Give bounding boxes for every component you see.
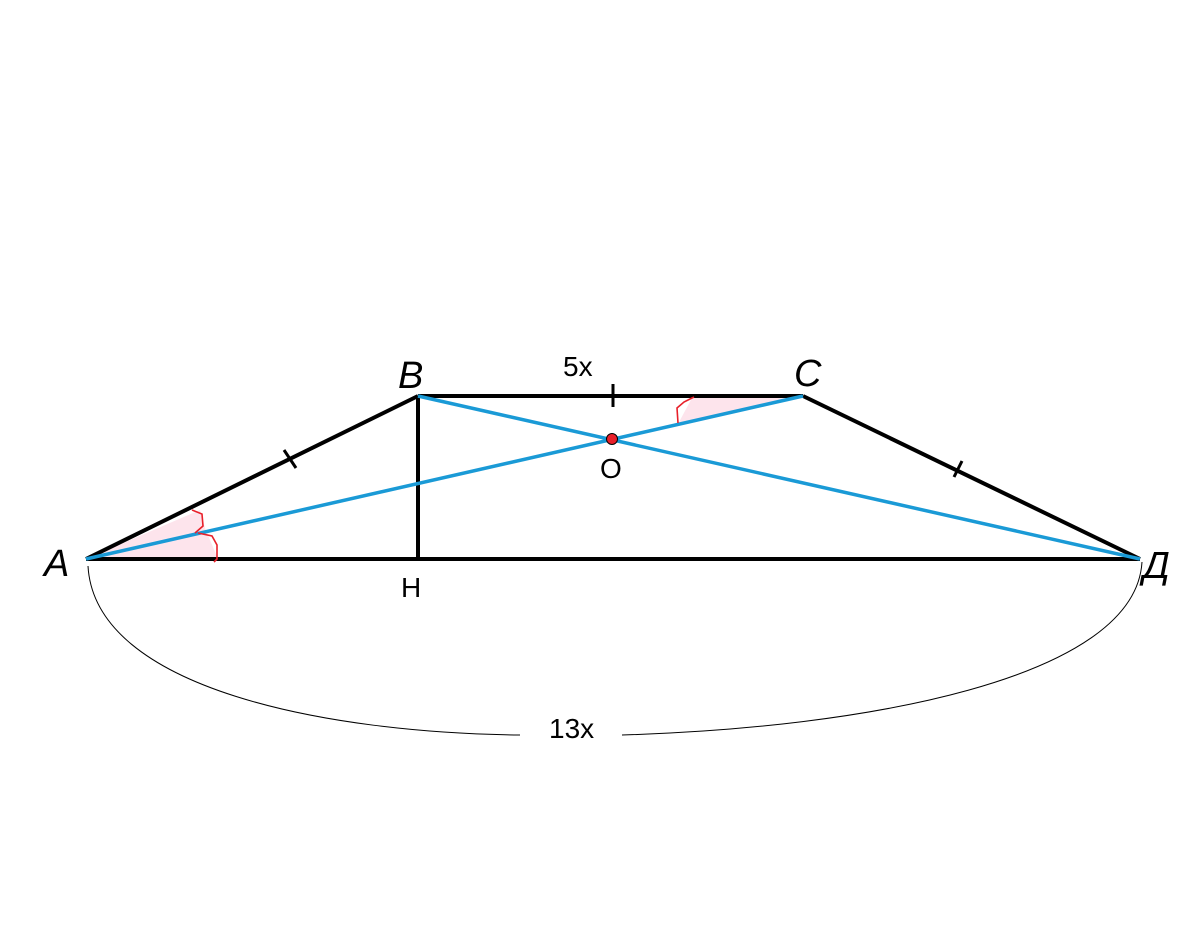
vertex-label-b: B	[398, 355, 423, 397]
point-label-h: H	[401, 572, 421, 603]
diagonal-bd	[417, 394, 1141, 561]
point-label-o: O	[600, 453, 622, 484]
base-span-arc-right	[621, 561, 1143, 736]
angle-arc-acb	[676, 396, 695, 424]
tick-cd	[952, 460, 964, 478]
side-ab	[85, 394, 419, 561]
diagonal-ac	[85, 394, 804, 561]
angle-arc-bac	[191, 509, 204, 534]
vertex-label-a: A	[42, 543, 69, 585]
bottom-base-label: 13x	[549, 713, 594, 744]
base-span-arc-left	[87, 565, 521, 736]
angle-fill-bac	[86, 510, 205, 559]
intersection-point-o	[606, 433, 618, 445]
side-cd	[802, 394, 1141, 561]
top-base-label: 5x	[563, 351, 593, 382]
tick-ab	[282, 449, 298, 469]
vertex-label-d: Д	[1139, 545, 1170, 587]
vertex-label-c: C	[794, 353, 822, 395]
angle-arc-cad	[197, 532, 218, 563]
